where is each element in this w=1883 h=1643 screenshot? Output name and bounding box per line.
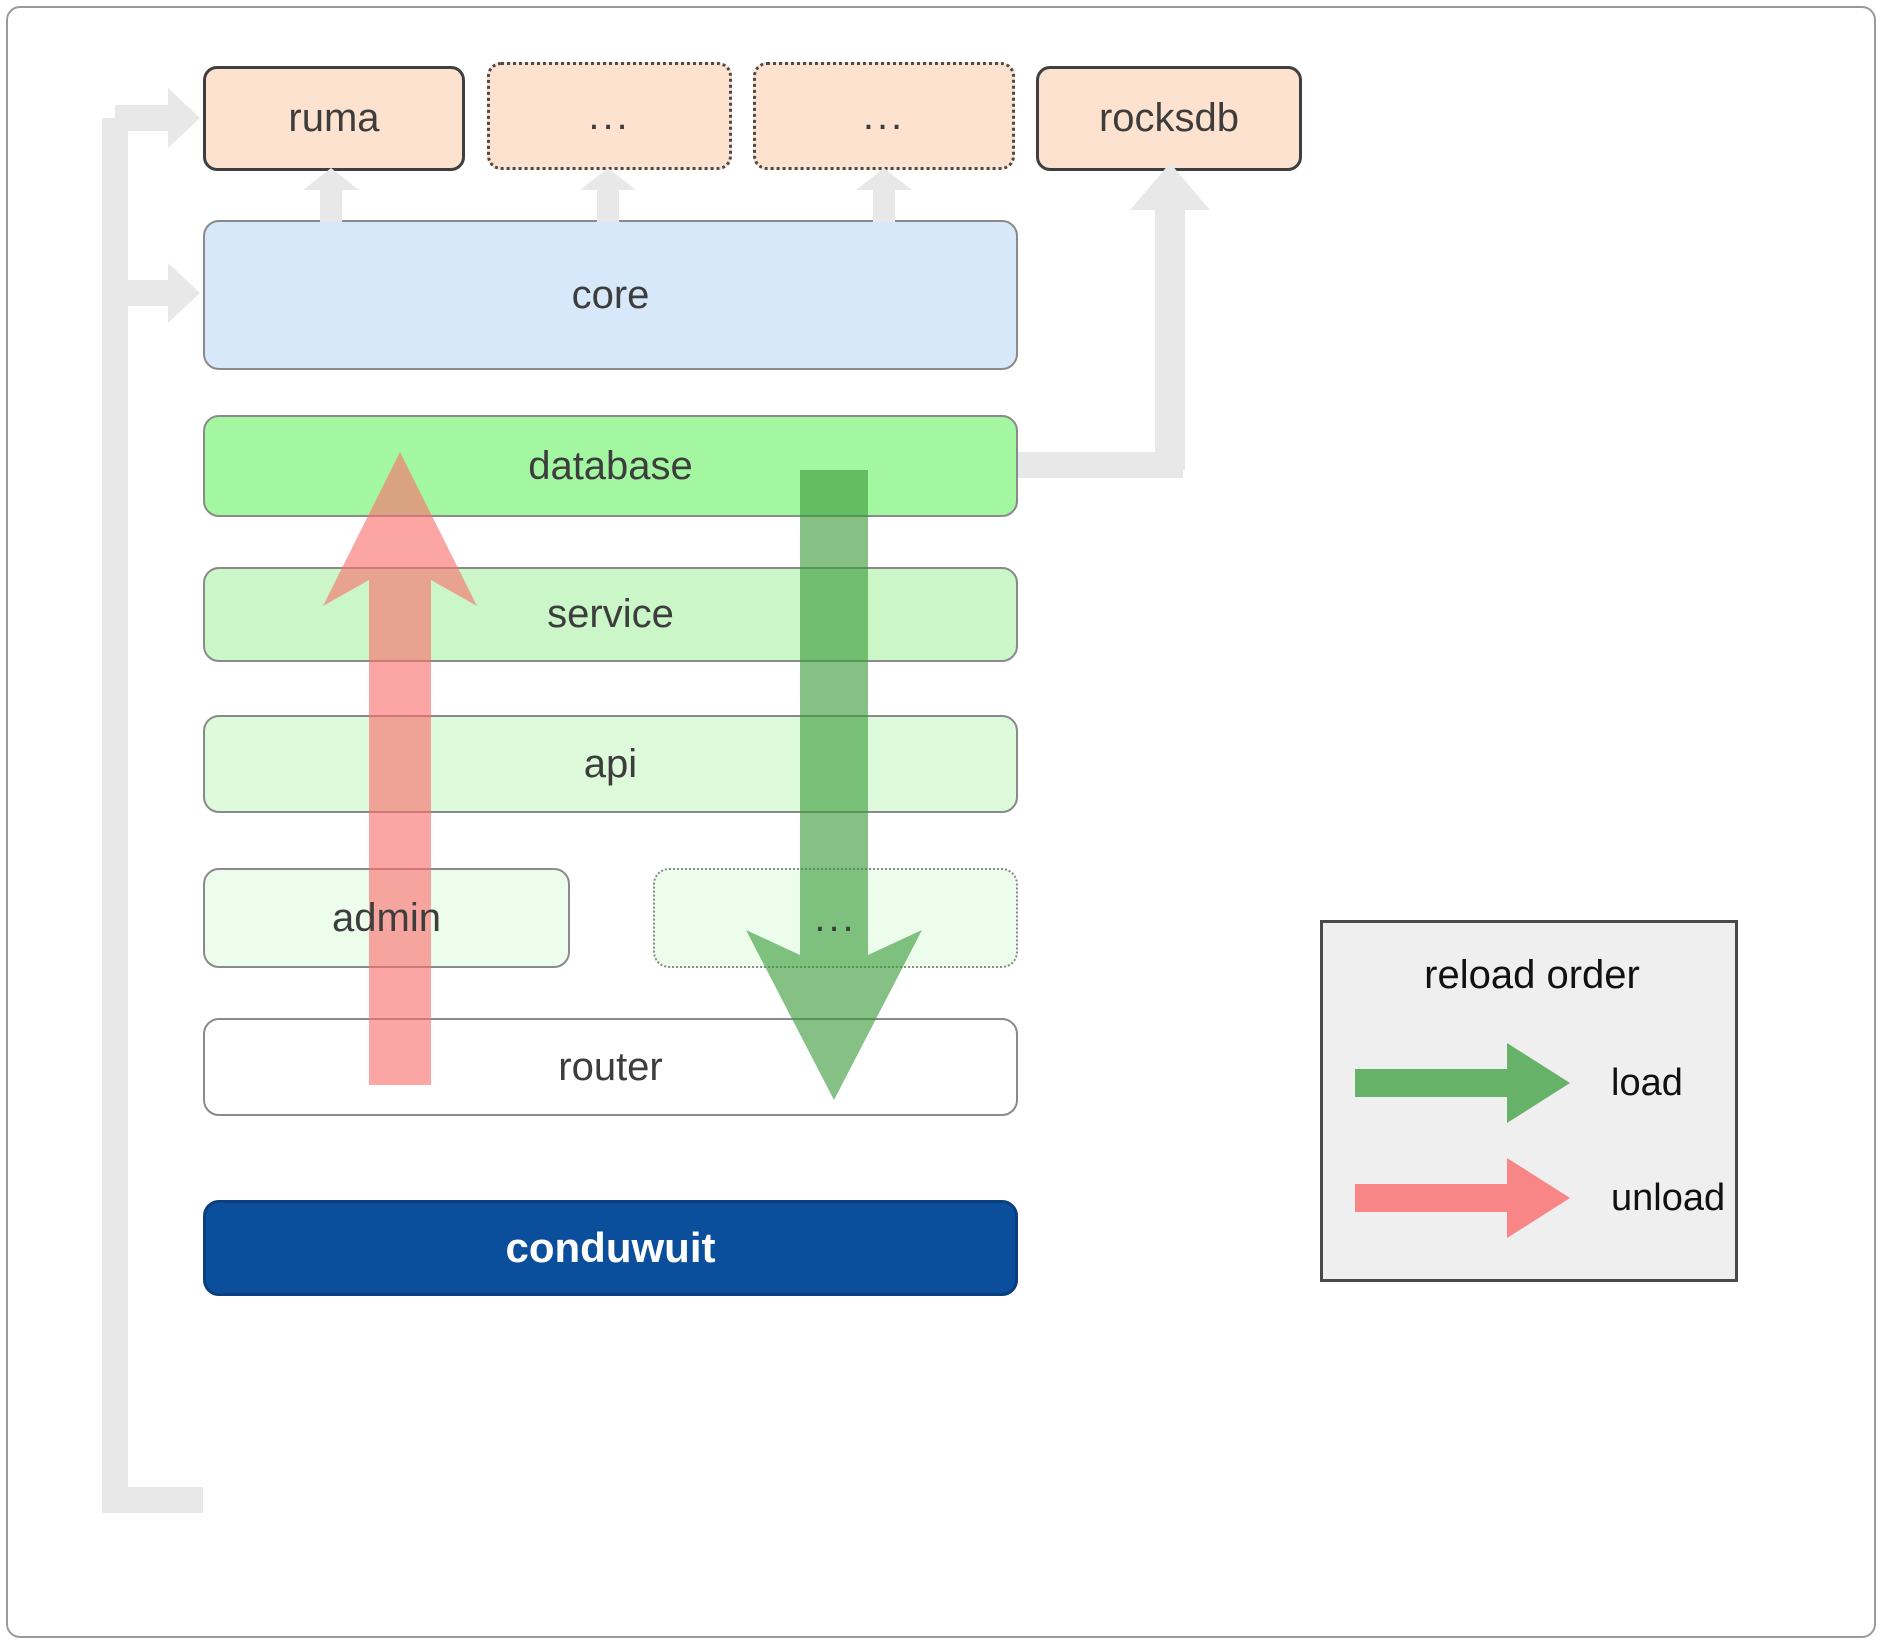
legend-label: unload — [1611, 1176, 1726, 1219]
load-arrow-icon — [1355, 1043, 1595, 1123]
layer-label: database — [528, 443, 693, 488]
legend-label: load — [1611, 1061, 1683, 1104]
dependency-label: ... — [862, 94, 906, 138]
main-binary-label: conduwuit — [505, 1224, 716, 1271]
legend-title: reload order — [1424, 953, 1640, 997]
legend-entry-load: load — [1323, 1043, 1741, 1123]
legend-panel: reload order load unload — [1320, 920, 1738, 1282]
layer-box-database[interactable]: database — [203, 415, 1018, 517]
dependency-box-placeholder-2[interactable]: ... — [753, 62, 1015, 170]
unload-arrow-icon — [1355, 1158, 1595, 1238]
layer-box-service[interactable]: service — [203, 567, 1018, 662]
layer-label: core — [571, 272, 650, 317]
dependency-box-rocksdb[interactable]: rocksdb — [1036, 66, 1302, 171]
layer-label: service — [547, 592, 674, 636]
layer-box-router[interactable]: router — [203, 1018, 1018, 1116]
layer-label: api — [583, 741, 638, 786]
dependency-box-placeholder-1[interactable]: ... — [487, 62, 732, 170]
legend-entry-unload: unload — [1323, 1158, 1741, 1238]
layer-label: admin — [332, 895, 441, 940]
dependency-label: ... — [588, 94, 631, 138]
dependency-box-ruma[interactable]: ruma — [203, 66, 465, 171]
layer-label: ... — [814, 896, 857, 940]
dependency-label: rocksdb — [1098, 96, 1240, 140]
main-binary-box[interactable]: conduwuit — [203, 1200, 1018, 1296]
layer-label: router — [558, 1044, 663, 1089]
layer-box-admin[interactable]: admin — [203, 868, 570, 968]
layer-box-placeholder[interactable]: ... — [653, 868, 1018, 968]
layer-box-api[interactable]: api — [203, 715, 1018, 813]
layer-box-core[interactable]: core — [203, 220, 1018, 370]
dependency-label: ruma — [288, 96, 380, 140]
